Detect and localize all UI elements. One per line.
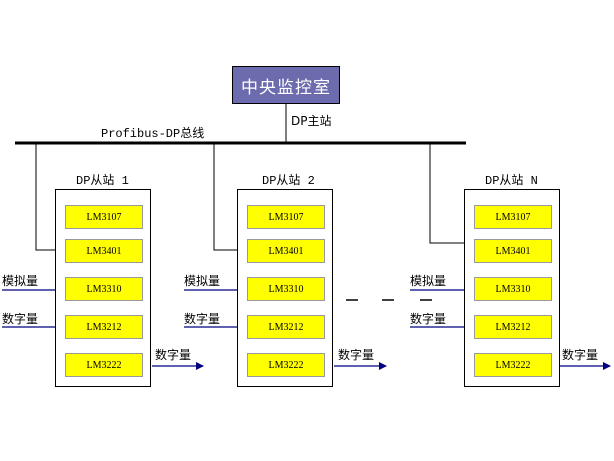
- digital-input-label: 数字量: [2, 312, 39, 326]
- module-lm3401: LM3401: [247, 239, 325, 263]
- dp-slave-station-n: LM3107 LM3401 LM3310 LM3212 LM3222: [464, 189, 560, 387]
- analog-input-label: 模拟量: [410, 274, 447, 288]
- module-lm3401: LM3401: [65, 239, 143, 263]
- module-lm3107: LM3107: [474, 205, 552, 229]
- module-lm3310: LM3310: [247, 277, 325, 301]
- station-title: DP从站 2: [262, 174, 315, 188]
- analog-input-label: 模拟量: [2, 274, 39, 288]
- module-lm3222: LM3222: [65, 353, 143, 377]
- module-lm3222: LM3222: [247, 353, 325, 377]
- master-station-label: DP主站: [291, 114, 332, 128]
- digital-output-label: 数字量: [155, 348, 192, 362]
- module-lm3310: LM3310: [474, 277, 552, 301]
- central-control-room: 中央监控室: [232, 66, 340, 104]
- module-lm3212: LM3212: [247, 315, 325, 339]
- module-lm3107: LM3107: [65, 205, 143, 229]
- module-lm3107: LM3107: [247, 205, 325, 229]
- module-lm3310: LM3310: [65, 277, 143, 301]
- digital-output-label: 数字量: [562, 348, 599, 362]
- station-title: DP从站 1: [76, 174, 129, 188]
- digital-output-label: 数字量: [338, 348, 375, 362]
- stationN-drop-line: [429, 143, 472, 244]
- central-title: 中央监控室: [241, 77, 331, 98]
- module-lm3212: LM3212: [474, 315, 552, 339]
- module-lm3222: LM3222: [474, 353, 552, 377]
- dp-slave-station-1: LM3107 LM3401 LM3310 LM3212 LM3222: [55, 189, 151, 387]
- station1-drop-line: [35, 143, 63, 251]
- station2-drop-line: [213, 143, 245, 251]
- analog-input-label: 模拟量: [184, 274, 221, 288]
- module-lm3212: LM3212: [65, 315, 143, 339]
- digital-input-label: 数字量: [410, 312, 447, 326]
- bus-label: Profibus-DP总线: [101, 127, 205, 141]
- station-title: DP从站 N: [485, 174, 538, 188]
- dp-slave-station-2: LM3107 LM3401 LM3310 LM3212 LM3222: [237, 189, 333, 387]
- digital-input-label: 数字量: [184, 312, 221, 326]
- module-lm3401: LM3401: [474, 239, 552, 263]
